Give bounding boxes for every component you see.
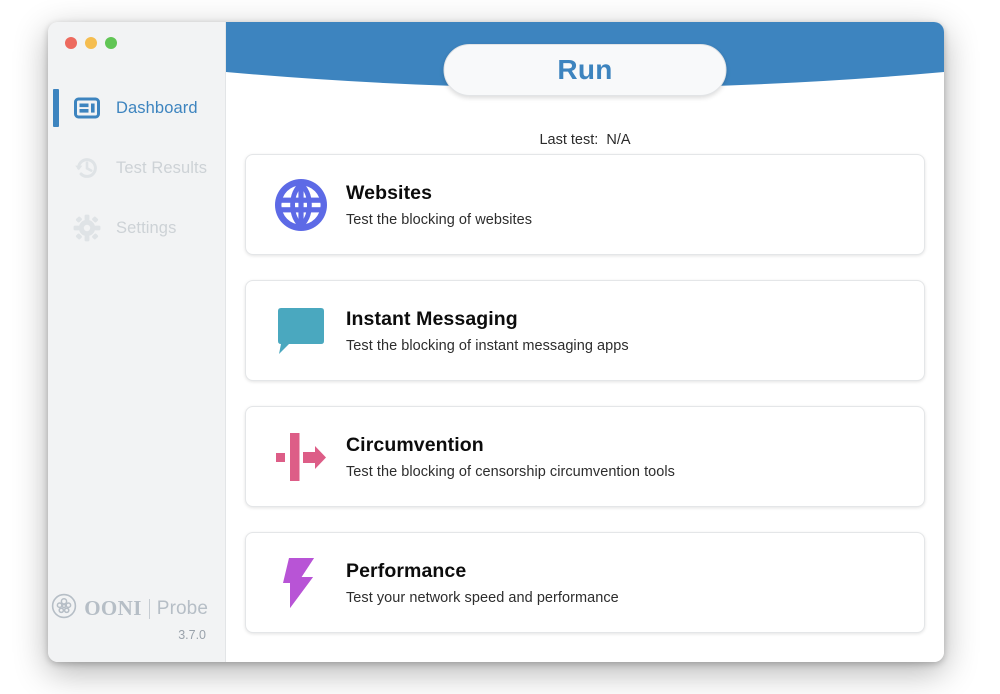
run-button-label: Run: [557, 54, 613, 85]
window-controls: [65, 37, 117, 49]
minimize-window-button[interactable]: [85, 37, 97, 49]
card-description: Test the blocking of websites: [346, 211, 533, 228]
sidebar-item-dashboard[interactable]: Dashboard: [48, 78, 225, 138]
brand-name: OONI: [84, 596, 142, 620]
card-description: Test the blocking of instant messaging a…: [346, 337, 629, 354]
globe-icon: [268, 172, 334, 238]
card-description: Test your network speed and performance: [346, 589, 619, 606]
sidebar-item-settings[interactable]: Settings: [48, 198, 225, 258]
test-card-list: Websites Test the blocking of websites I…: [245, 154, 925, 633]
card-description: Test the blocking of censorship circumve…: [346, 463, 675, 480]
sidebar-nav: Dashboard Test Results: [48, 78, 225, 258]
main-content: Run Last test: N/A: [226, 22, 944, 662]
test-card-circumvention[interactable]: Circumvention Test the blocking of censo…: [245, 406, 925, 507]
active-indicator-bar: [53, 89, 59, 127]
last-test-status: Last test: N/A: [226, 132, 944, 148]
last-test-value: N/A: [606, 132, 631, 148]
dashboard-icon: [72, 93, 102, 123]
test-card-performance[interactable]: Performance Test your network speed and …: [245, 532, 925, 633]
card-title: Performance: [346, 559, 467, 582]
test-card-instant-messaging[interactable]: Instant Messaging Test the blocking of i…: [245, 280, 925, 381]
card-title: Circumvention: [346, 433, 484, 456]
last-test-label: Last test:: [539, 132, 599, 148]
sidebar-item-label: Dashboard: [116, 98, 198, 117]
test-card-websites[interactable]: Websites Test the blocking of websites: [245, 154, 925, 255]
close-window-button[interactable]: [65, 37, 77, 49]
run-button[interactable]: Run: [443, 44, 727, 96]
card-title: Websites: [346, 181, 433, 204]
sidebar-item-label: Test Results: [116, 158, 208, 177]
maximize-window-button[interactable]: [105, 37, 117, 49]
brand-product: Probe: [156, 597, 208, 619]
app-version: 3.7.0: [178, 628, 206, 642]
speech-bubble-icon: [268, 298, 334, 364]
brand-divider: [148, 598, 150, 619]
gear-icon: [72, 213, 102, 243]
lightning-bolt-icon: [268, 550, 334, 616]
sidebar-item-test-results[interactable]: Test Results: [48, 138, 225, 198]
ooni-logo-icon: [51, 593, 77, 624]
sidebar: Dashboard Test Results: [48, 22, 226, 662]
circumvention-arrow-icon: [268, 424, 334, 490]
card-title: Instant Messaging: [346, 307, 518, 330]
app-window: Dashboard Test Results: [48, 22, 944, 662]
history-clock-icon: [72, 153, 102, 183]
sidebar-item-label: Settings: [116, 218, 177, 237]
ooni-probe-brand: OONI Probe 3.7.0: [48, 593, 226, 642]
